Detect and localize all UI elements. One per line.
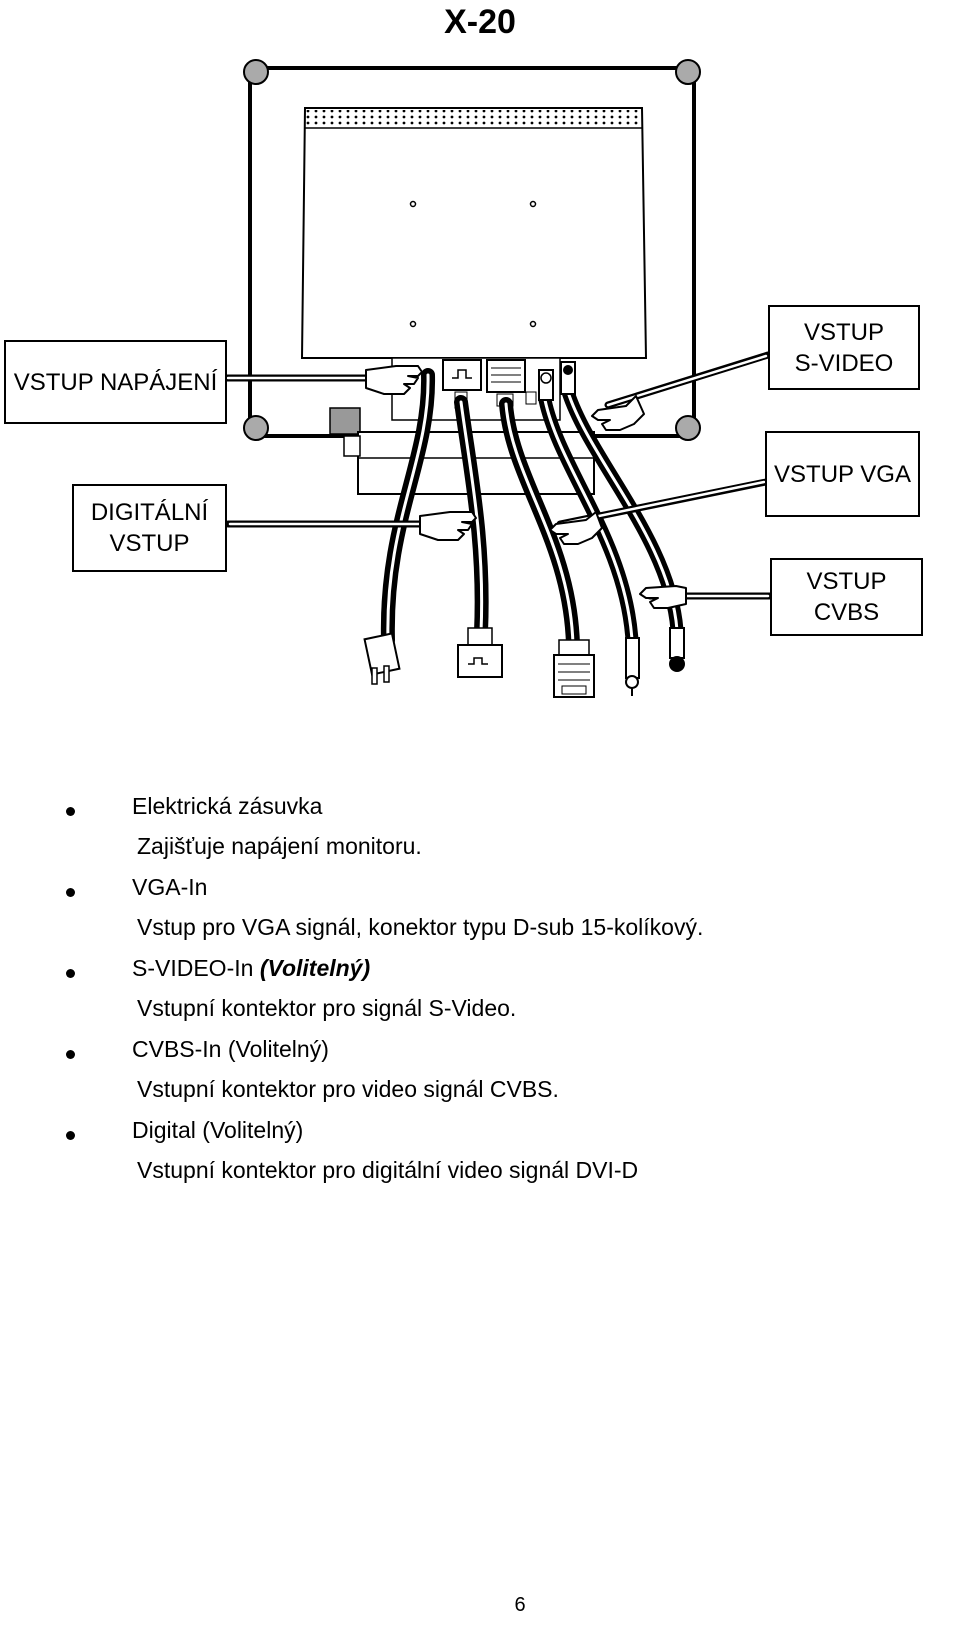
list-item: Digital (Volitelný) Vstupní kontektor pr… (0, 1117, 960, 1205)
dvi-cable (454, 395, 489, 639)
pointing-hand-icon (549, 511, 603, 545)
list-item: VGA-In Vstup pro VGA signál, konektor ty… (0, 874, 960, 962)
item-title: Elektrická zásuvka (132, 793, 323, 819)
callout-power-input: VSTUP NAPÁJENÍ (4, 340, 227, 424)
cvbs-cable (538, 393, 639, 647)
callout-svideo-input: VSTUP S-VIDEO (768, 305, 920, 390)
bullet-icon (66, 969, 75, 978)
mount-hole (529, 320, 537, 328)
item-description: Zajišťuje napájení monitoru. (137, 833, 422, 859)
corner-screw (243, 415, 269, 441)
callout-vga-input: VSTUP VGA (765, 431, 920, 517)
vga-plug (553, 639, 595, 698)
list-item: S-VIDEO-In (Volitelný) Vstupní kontektor… (0, 955, 960, 1043)
pointing-hand-icon (639, 585, 687, 609)
list-item: CVBS-In (Volitelný) Vstupní kontektor pr… (0, 1036, 960, 1124)
list-item: Elektrická zásuvka Zajišťuje napájení mo… (0, 793, 960, 881)
vent-grille (306, 110, 642, 128)
item-title: CVBS-In (Volitelný) (132, 1036, 329, 1062)
rca-cable-plug (625, 637, 640, 696)
connector-descriptions: Elektrická zásuvka Zajišťuje napájení mo… (0, 793, 960, 1205)
callout-digital-input: DIGITÁLNÍ VSTUP (72, 484, 227, 572)
vga-port (486, 359, 526, 393)
item-title: S-VIDEO-In (Volitelný) (132, 955, 371, 981)
callout-cvbs-input: VSTUP CVBS (770, 558, 923, 636)
rear-panel (300, 107, 648, 359)
corner-screw (675, 59, 701, 85)
stand-block (329, 407, 361, 435)
monitor-back-diagram (222, 59, 774, 698)
item-description: Vstupní kontektor pro digitální video si… (137, 1157, 639, 1183)
page-title: X-20 (444, 3, 516, 41)
bullet-icon (66, 888, 75, 897)
item-title: Digital (Volitelný) (132, 1117, 304, 1143)
mount-hole (529, 200, 537, 208)
bullet-icon (66, 1131, 75, 1140)
pointing-hand-icon (591, 395, 645, 431)
item-title: VGA-In (132, 874, 208, 900)
bullet-icon (66, 807, 75, 816)
mount-hole (409, 320, 417, 328)
corner-screw (243, 59, 269, 85)
power-cable (380, 368, 436, 647)
bullet-icon (66, 1050, 75, 1059)
corner-screw (675, 415, 701, 441)
item-description: Vstup pro VGA signál, konektor typu D-su… (137, 914, 704, 940)
dvi-port (442, 359, 482, 391)
svideo-cable-plug (669, 627, 685, 672)
pointing-hand-icon (419, 511, 477, 541)
vga-cable (499, 397, 580, 652)
power-plug (363, 632, 401, 685)
item-description: Vstupní kontektor pro signál S-Video. (137, 995, 517, 1021)
page-number: 6 (514, 1594, 526, 1616)
item-description: Vstupní kontektor pro video signál CVBS. (137, 1076, 559, 1102)
pointing-hand-icon (365, 365, 423, 395)
mount-hole (409, 200, 417, 208)
dvi-plug (457, 627, 503, 678)
